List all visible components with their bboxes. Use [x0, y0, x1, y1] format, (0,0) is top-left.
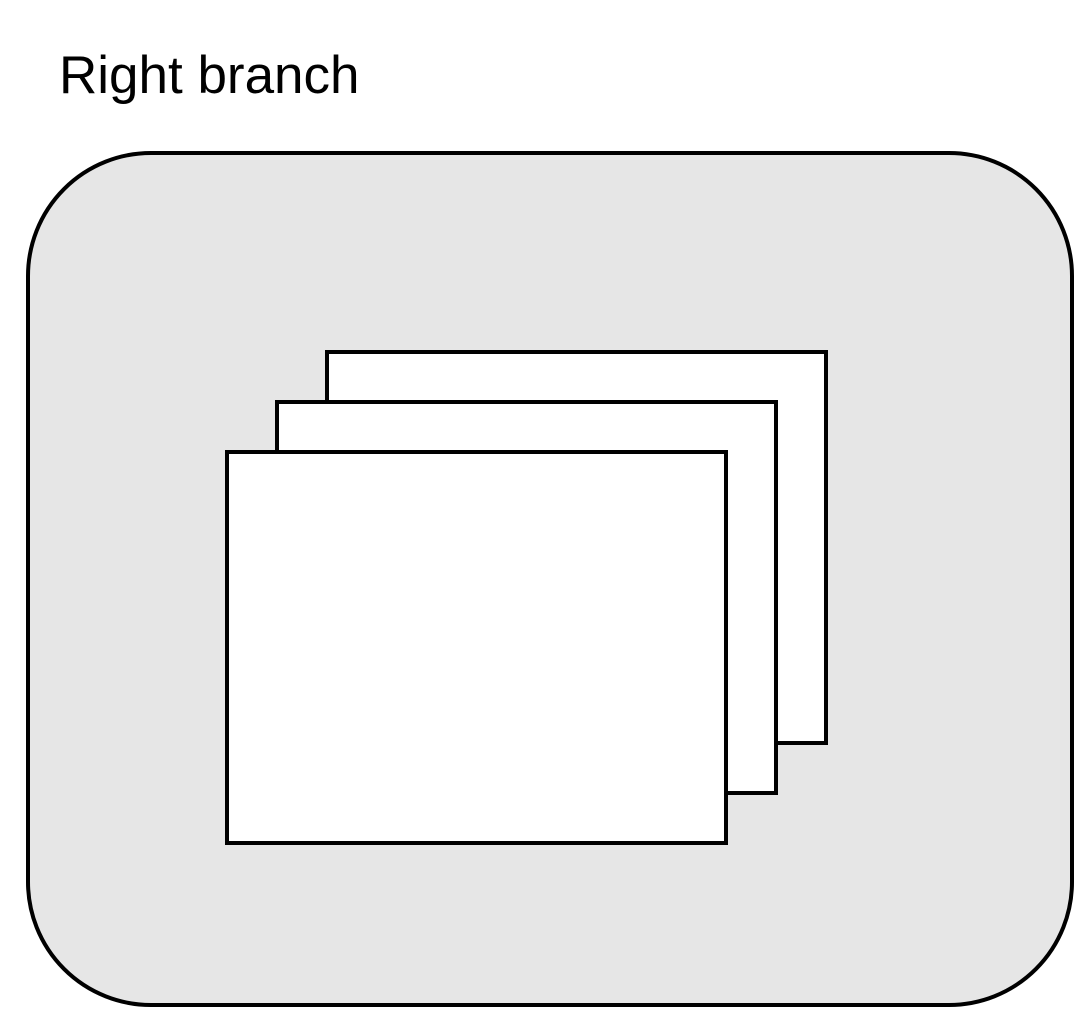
- stacked-sheet-front: [225, 450, 728, 845]
- diagram-title: Right branch: [59, 46, 360, 105]
